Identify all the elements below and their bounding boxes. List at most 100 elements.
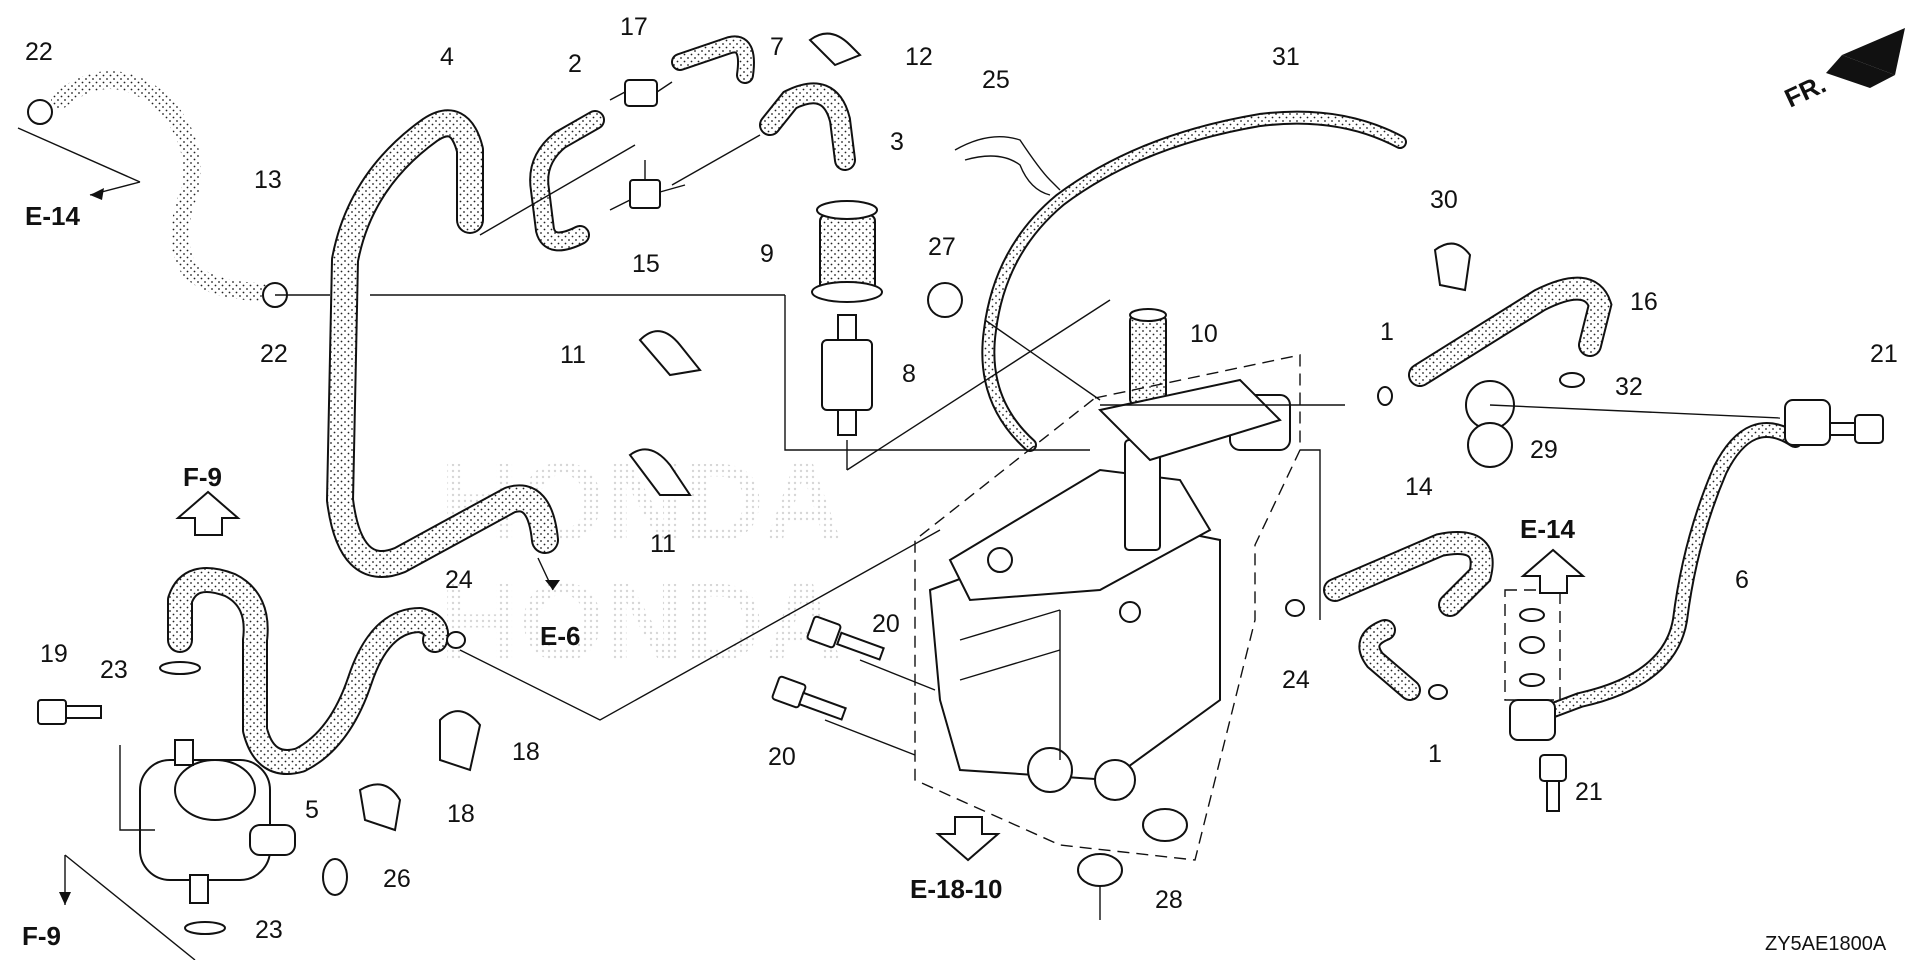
gasket-stack (1504, 589, 1561, 701)
clamp-11-upper (638, 330, 702, 377)
callout-32: 32 (1615, 373, 1643, 401)
clamp-11-lower (628, 448, 692, 496)
arrow-up-f9 (175, 490, 241, 536)
fuel-pump-5 (139, 739, 296, 904)
clip-24-right (1285, 599, 1305, 617)
leader-lines (17, 127, 1781, 960)
callout-22-bottom: 22 (260, 340, 288, 368)
callout-15: 15 (632, 250, 660, 278)
clamp-12 (808, 32, 862, 67)
callout-2: 2 (568, 50, 582, 78)
clamp-29 (1465, 380, 1515, 468)
callout-10: 10 (1190, 320, 1218, 348)
callout-13: 13 (254, 166, 282, 194)
fitting-6-end (1509, 399, 1831, 741)
bolt-20-lower (771, 675, 847, 721)
diagram-code: ZY5AE1800A (1765, 933, 1887, 955)
callout-1-upper: 1 (1380, 318, 1394, 346)
clamp-22-top (27, 99, 53, 125)
callout-9: 9 (760, 240, 774, 268)
callout-26: 26 (383, 865, 411, 893)
bolt-20-upper (806, 615, 885, 661)
callout-12: 12 (905, 43, 933, 71)
fuel-filter-9 (811, 200, 883, 303)
ref-f9-bottom: F-9 (22, 921, 61, 951)
fuel-filter-8 (821, 314, 873, 436)
callout-21-bottom: 21 (1575, 778, 1603, 806)
callout-27: 27 (928, 233, 956, 261)
clip-25 (954, 135, 1061, 196)
clamp-18-upper (439, 710, 482, 772)
callout-3: 3 (890, 128, 904, 156)
callout-8: 8 (902, 360, 916, 388)
ref-e6: E-6 (540, 621, 580, 651)
callout-24-left: 24 (445, 566, 473, 594)
reference-labels: E-14 E-14 F-9 F-9 E-6 E-18-10 (22, 201, 1575, 951)
clamp-30 (1433, 242, 1472, 292)
ref-e14-left: E-14 (25, 201, 80, 231)
seal-26 (322, 858, 348, 896)
callout-23-bottom: 23 (255, 916, 283, 944)
hose-16 (1408, 276, 1613, 387)
clip-1-upper (1377, 386, 1393, 406)
callout-5: 5 (305, 796, 319, 824)
svg-text:HONDA: HONDA (440, 561, 843, 684)
hose-3 (759, 82, 856, 171)
callout-1-lower: 1 (1428, 740, 1442, 768)
callout-20-lower: 20 (768, 743, 796, 771)
callout-16: 16 (1630, 288, 1658, 316)
callout-6: 6 (1735, 566, 1749, 594)
callout-21-right: 21 (1870, 340, 1898, 368)
clamp-27 (927, 282, 963, 318)
plug-28 (1077, 808, 1188, 887)
arrow-e14-left (90, 188, 104, 200)
callout-24-right: 24 (1282, 666, 1310, 694)
clip-1-lower (1428, 684, 1448, 700)
callout-31: 31 (1272, 43, 1300, 71)
callout-11-lower: 11 (650, 530, 676, 558)
fr-label: FR. (1780, 69, 1831, 114)
callout-19: 19 (40, 640, 68, 668)
clamp-18-lower (358, 783, 402, 832)
callout-14: 14 (1405, 473, 1433, 501)
arrow-e6 (537, 557, 560, 591)
ref-f9-top: F-9 (183, 462, 222, 492)
arrow-down-e1810 (935, 816, 1001, 862)
callout-4: 4 (440, 43, 454, 71)
clip-24-left (446, 631, 466, 649)
front-direction-marker: FR. (1780, 28, 1905, 113)
callout-20-upper: 20 (872, 610, 900, 638)
seal-23-bottom (184, 921, 226, 935)
callout-28: 28 (1155, 886, 1183, 914)
callout-18-lower: 18 (447, 800, 475, 828)
hose-4 (326, 109, 559, 578)
hose-pump (167, 567, 449, 775)
callout-11-upper: 11 (560, 341, 586, 369)
joint-15 (609, 160, 686, 211)
callout-18-upper: 18 (512, 738, 540, 766)
arrow-f9-bottom (59, 892, 71, 905)
hose-31 (981, 110, 1407, 452)
vapor-separator-assembly (914, 354, 1301, 861)
callout-7: 7 (770, 33, 784, 61)
hose-6 (1532, 422, 1803, 723)
hose-7 (671, 35, 755, 84)
bolt-21-bottom (1539, 754, 1567, 812)
callout-17: 17 (620, 13, 648, 41)
tube-10 (1129, 308, 1167, 406)
watermark: HONDA HONDA (440, 441, 843, 684)
ref-e14-right: E-14 (1520, 514, 1575, 544)
hose-2 (529, 110, 605, 252)
ref-e18-10: E-18-10 (910, 874, 1003, 904)
hose-13 (51, 71, 269, 301)
callout-25: 25 (982, 66, 1010, 94)
arrow-up-e14 (1520, 548, 1586, 594)
callout-22-top: 22 (25, 38, 53, 66)
callout-23-top: 23 (100, 656, 128, 684)
seal-23-top (159, 661, 201, 675)
joint-17 (609, 79, 673, 107)
hose-14 (1323, 531, 1494, 701)
callout-30: 30 (1430, 186, 1458, 214)
callout-29: 29 (1530, 436, 1558, 464)
